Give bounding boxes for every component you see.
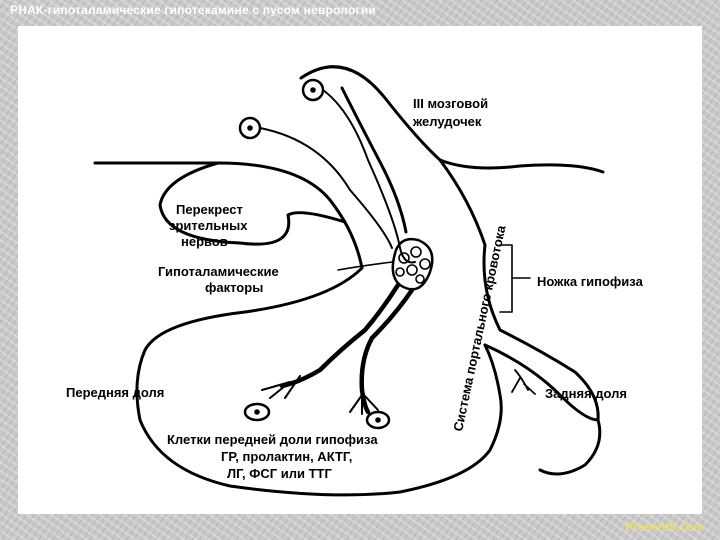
label-hypothalamic-factors-2: факторы: [205, 280, 263, 295]
watermark: Present5.com: [625, 520, 704, 534]
anterior-lobe-outline: [135, 266, 503, 497]
label-pituitary-stalk: Ножка гипофиза: [537, 274, 644, 289]
optic-chiasm-loop: [158, 161, 347, 246]
portal-vessel-left: [279, 282, 401, 389]
portal-vessel-right: [359, 287, 415, 415]
label-cells-1: Клетки передней доли гипофиза: [167, 432, 378, 447]
label-chiasm-2: зрительных: [169, 218, 248, 233]
axon-upper: [322, 89, 416, 264]
axon-lower: [259, 127, 393, 249]
label-third-ventricle-1: III мозговой: [413, 96, 488, 111]
posterior-nerve-endings: [511, 369, 536, 395]
label-cells-3: ЛГ, ФСГ или ТТГ: [227, 466, 332, 481]
label-third-ventricle-2: желудочек: [412, 114, 482, 129]
label-hypothalamic-factors-1: Гипоталамические: [158, 264, 279, 279]
factors-leader-line: [337, 261, 393, 271]
secretory-cell-left: [243, 402, 271, 422]
secretory-cell-right: [365, 410, 391, 430]
hypothalamus-left-contour: [93, 161, 364, 270]
label-cells-2: ГР, пролактин, АКТГ,: [221, 449, 352, 464]
infundibulum-left-wall: [340, 86, 408, 234]
stalk-bracket: [499, 244, 531, 313]
portal-branches: [261, 375, 379, 415]
label-anterior-lobe: Передняя доля: [66, 385, 164, 400]
hypothalamus-pituitary-diagram: III мозговой желудочек Перекрест зритель…: [66, 65, 644, 497]
label-chiasm-1: Перекрест: [176, 202, 243, 217]
capillary-plexus: [391, 237, 434, 291]
slide-title: РНАК-гипоталамические гипотекамине с пус…: [10, 3, 376, 17]
posterior-lobe-outline: [483, 343, 602, 476]
neuron-nucleus-upper: [310, 87, 316, 93]
label-chiasm-3: нервов: [181, 234, 228, 249]
label-posterior-lobe: Задняя доля: [545, 386, 627, 401]
diagram-panel: III мозговой желудочек Перекрест зритель…: [18, 26, 702, 514]
neuron-nucleus-lower: [247, 125, 253, 131]
stalk-right-wall: [438, 158, 600, 422]
